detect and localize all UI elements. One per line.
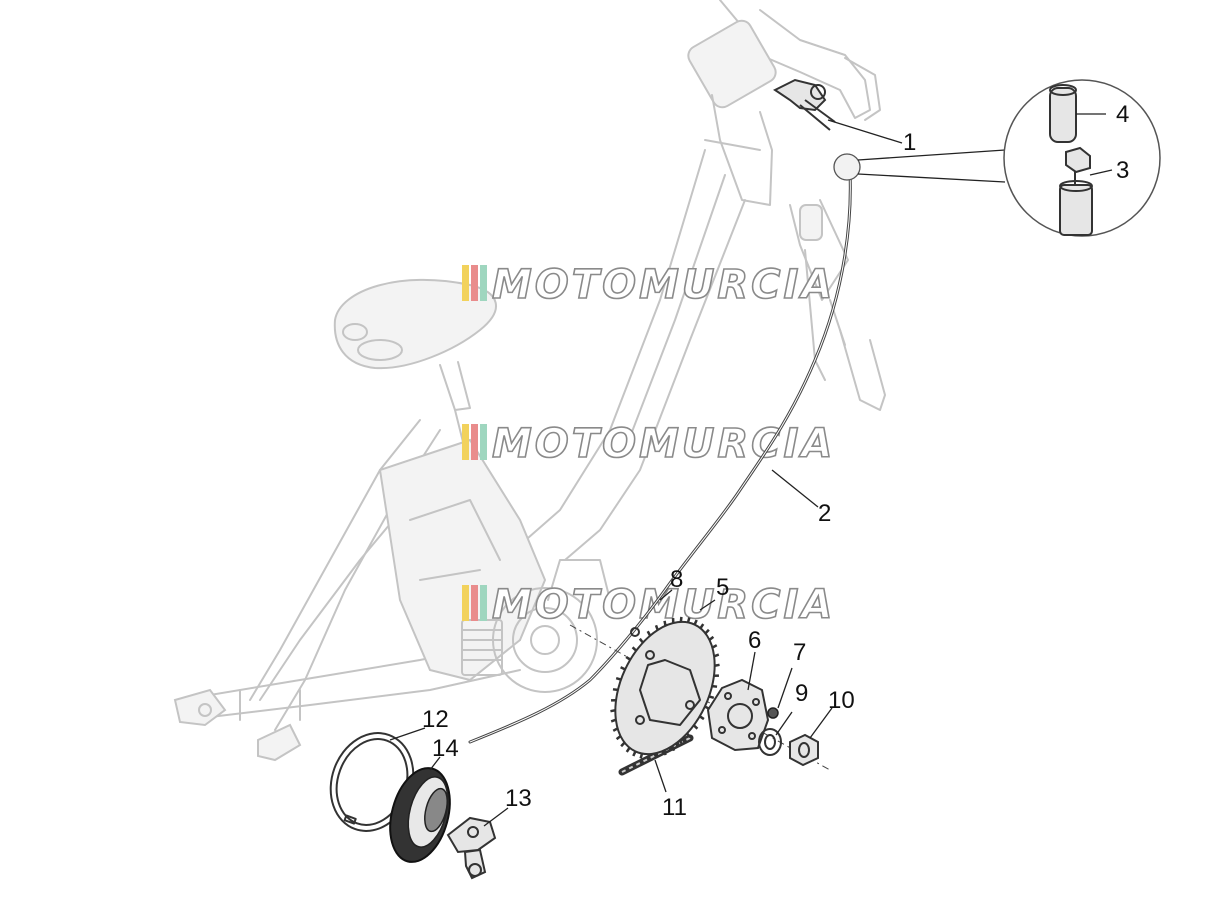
chainring-tooth <box>612 688 619 692</box>
chainring-tooth <box>654 624 659 631</box>
chainring-tooth <box>625 747 631 753</box>
callout-10: 10 <box>828 687 855 714</box>
part-chainring <box>614 620 716 756</box>
callout-8: 8 <box>670 566 683 593</box>
callout-1: 1 <box>903 129 916 156</box>
callout-11: 11 <box>662 794 687 821</box>
callout-14: 14 <box>432 735 459 762</box>
watermark-stripe <box>471 265 478 301</box>
watermark-stripe <box>462 265 469 301</box>
chainring-tooth <box>647 753 651 760</box>
watermark-stripe <box>480 265 487 301</box>
chainring-tooth <box>663 620 667 626</box>
chainring-tooth <box>663 750 667 756</box>
chainring-tooth <box>625 655 631 661</box>
callout-4: 4 <box>1116 101 1129 128</box>
leader-lines <box>389 113 1113 827</box>
chainring-tooth <box>610 709 616 713</box>
part-cable-end-sleeve <box>1049 87 1077 143</box>
chainring-tooth <box>638 637 644 644</box>
watermark-bottom: MOTOMURCIA <box>462 581 835 629</box>
watermark-stripe <box>471 424 478 460</box>
chainring-tooth <box>612 727 619 732</box>
chainring-tooth <box>693 619 698 626</box>
detail-zoom <box>833 79 1161 237</box>
part-cable-end-cap <box>1065 146 1091 174</box>
watermark-text: MOTOMURCIA <box>492 421 835 467</box>
watermark-stripe <box>471 585 478 621</box>
callout-6: 6 <box>748 627 761 654</box>
watermark-stripe <box>480 424 487 460</box>
chainring-teeth <box>610 616 720 760</box>
callout-12: 12 <box>422 706 449 733</box>
chainring-tooth <box>711 684 718 688</box>
part-washer <box>758 728 782 756</box>
part-cable-housing <box>1059 184 1093 236</box>
part-small-nut <box>767 707 779 719</box>
chainring-tooth <box>686 617 691 623</box>
chainring-tooth <box>679 616 683 623</box>
chainring-tooth <box>615 735 622 741</box>
watermark-stripe <box>480 585 487 621</box>
chainring-tooth <box>711 644 718 649</box>
detail-anchor-circle <box>833 153 861 181</box>
chainring-tooth <box>714 663 720 667</box>
chainring-tooth <box>704 628 710 635</box>
part-lock-nut <box>789 733 819 767</box>
callout-9: 9 <box>795 680 808 707</box>
watermark-stripe <box>462 424 469 460</box>
chainring-tooth <box>704 705 710 710</box>
chainring-tooth <box>632 750 637 757</box>
callout-2: 2 <box>818 500 831 527</box>
chainring-tooth <box>620 741 626 748</box>
chainring-tooth <box>686 732 692 739</box>
watermark-text: MOTOMURCIA <box>492 262 835 308</box>
chainring-tooth <box>671 745 676 752</box>
part-shift-lever <box>773 78 836 131</box>
callout-3: 3 <box>1116 157 1129 184</box>
watermark-text: MOTOMURCIA <box>492 582 835 628</box>
part-rear-derailleur <box>446 816 497 880</box>
bicycle-frame <box>173 0 886 762</box>
part-shift-cable <box>468 170 852 744</box>
chainring-tooth <box>615 676 622 681</box>
chainring-tooth <box>646 630 652 637</box>
chainring-tooth <box>699 715 705 721</box>
callout-13: 13 <box>505 785 532 812</box>
chainring-tooth <box>708 635 715 641</box>
callout-labels: 1 2 3 4 5 6 7 8 9 10 11 12 13 14 <box>422 101 1129 821</box>
chainring-tooth <box>699 623 705 629</box>
watermark-top: MOTOMURCIA <box>462 261 835 309</box>
callout-7: 7 <box>793 639 806 666</box>
chainring-tooth <box>610 718 617 723</box>
chainring-tooth <box>620 666 626 671</box>
chainring-tooth <box>639 753 644 759</box>
callout-5: 5 <box>716 574 729 601</box>
watermark-middle: MOTOMURCIA <box>462 420 835 468</box>
chainring-tooth <box>692 724 699 730</box>
part-small-bolt <box>630 627 640 637</box>
chainring-tooth <box>708 695 715 700</box>
chainring-tooth <box>713 653 720 658</box>
chainring-tooth <box>631 646 638 652</box>
part-rear-cassette <box>389 767 451 863</box>
chainring-tooth <box>678 739 684 746</box>
watermark-stripe <box>462 585 469 621</box>
